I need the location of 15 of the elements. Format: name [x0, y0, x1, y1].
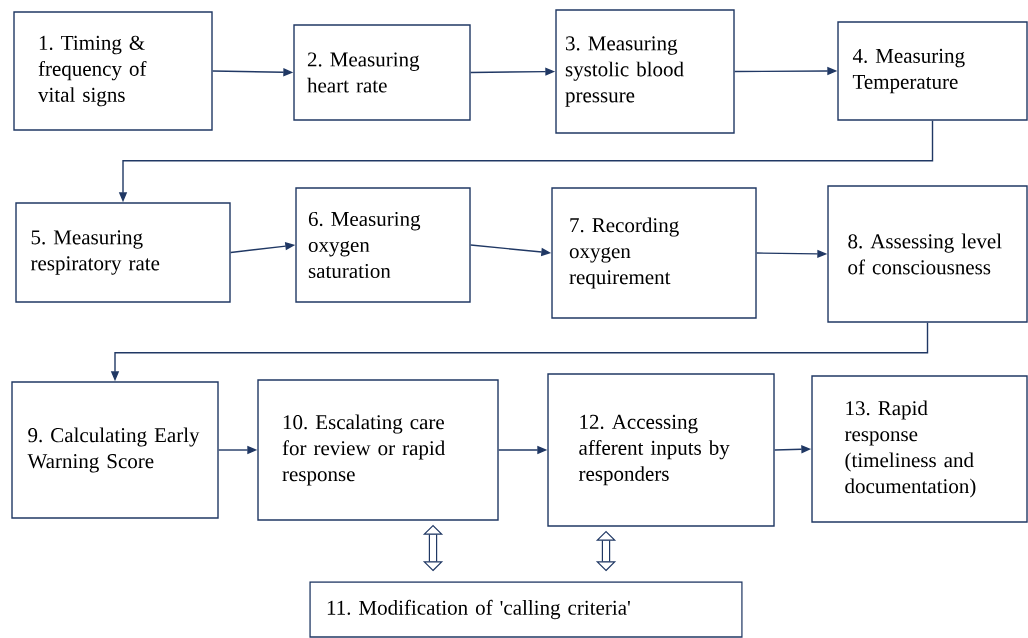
process-box: 10. Escalating care for review or rapid response	[257, 379, 499, 521]
process-box: 4. Measuring Temperature	[837, 21, 1028, 121]
double-arrow	[422, 524, 444, 572]
process-box: 3. Measuring systolic blood pressure	[555, 9, 735, 134]
process-box: 11. Modification of 'calling criteria'	[309, 581, 743, 638]
double-arrow	[595, 530, 617, 572]
process-box: 9. Calculating Early Warning Score	[11, 381, 219, 519]
process-box: 8. Assessing level of consciousness	[827, 185, 1028, 323]
process-box: 1. Timing & frequency of vital signs	[13, 11, 213, 131]
process-box: 5. Measuring respiratory rate	[15, 202, 231, 303]
process-box: 7. Recording oxygen requirement	[551, 187, 757, 319]
process-box: 6. Measuring oxygen saturation	[295, 187, 471, 303]
process-box: 12. Accessing afferent inputs by responders	[547, 373, 775, 527]
process-box: 2. Measuring heart rate	[293, 24, 471, 121]
process-box: 13. Rapid response (timeliness and documentation)	[811, 375, 1028, 523]
